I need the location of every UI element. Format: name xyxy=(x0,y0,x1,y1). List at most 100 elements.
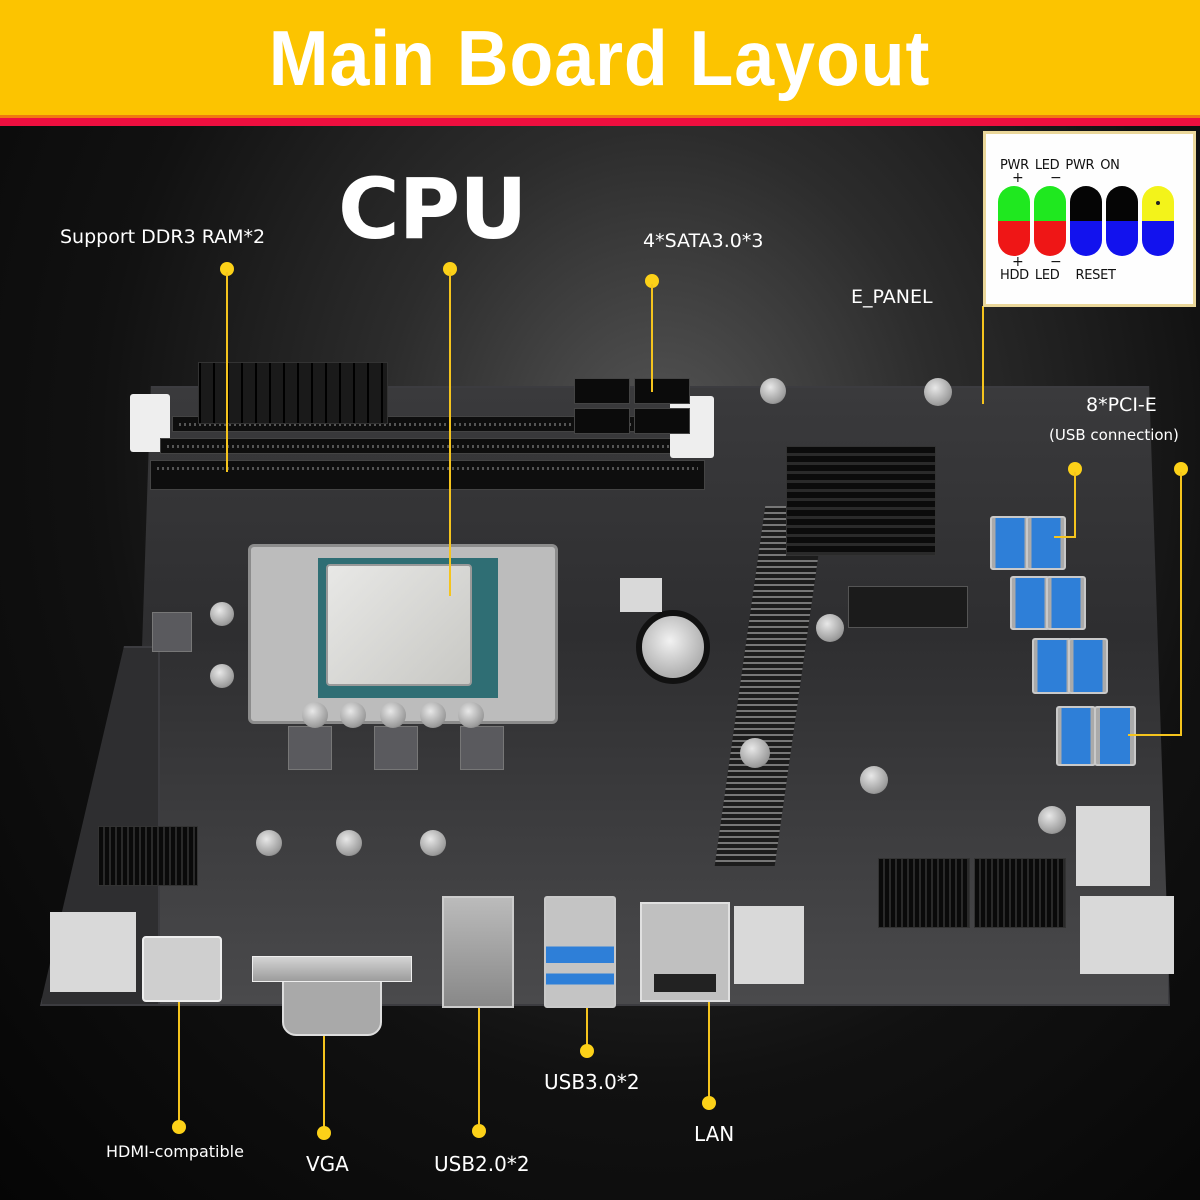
callout-epanel-line xyxy=(982,306,984,404)
callout-sata-dot xyxy=(645,274,659,288)
capacitor xyxy=(210,602,234,626)
callout-vga-dot xyxy=(317,1126,331,1140)
m2-slot xyxy=(848,586,968,628)
callout-lan-label: LAN xyxy=(694,1122,735,1146)
capacitor xyxy=(740,738,770,768)
page-title: Main Board Layout xyxy=(269,13,931,102)
silkscreen-pad xyxy=(734,906,804,984)
capacitor xyxy=(860,766,888,794)
vrm-choke-2 xyxy=(374,726,418,770)
pcie-usb-port-6 xyxy=(1068,638,1108,694)
plus-sign-icon: + xyxy=(1012,170,1024,186)
atx-24pin-connector xyxy=(198,362,388,424)
pin-pwr-on-a xyxy=(1070,186,1102,256)
capacitor xyxy=(302,702,328,728)
chipset-heatsink xyxy=(786,446,936,556)
pcie-usb-port-2 xyxy=(1026,516,1066,570)
pin-pwr-led-plus xyxy=(998,186,1030,256)
capacitor xyxy=(336,830,362,856)
callout-usb3-label: USB3.0*2 xyxy=(544,1070,640,1094)
callout-hdmi-dot xyxy=(172,1120,186,1134)
title-banner: Main Board Layout xyxy=(0,0,1200,115)
pcie-usb-port-4 xyxy=(1046,576,1086,630)
capacitor xyxy=(1038,806,1066,834)
pin-pwr-led-minus xyxy=(1034,186,1066,256)
vga-port xyxy=(282,976,382,1036)
pcie-usb-port-8 xyxy=(1094,706,1136,766)
callout-vga-label: VGA xyxy=(306,1152,349,1176)
capacitor xyxy=(458,702,484,728)
vrm-choke-4 xyxy=(152,612,192,652)
ram-slot-3 xyxy=(150,460,705,490)
callout-lan-line xyxy=(708,1002,710,1098)
capacitor xyxy=(340,702,366,728)
silkscreen-label-pad xyxy=(620,578,662,612)
callout-usb3-dot xyxy=(580,1044,594,1058)
legend-top-label: PWR xyxy=(1000,158,1029,173)
callout-pcie-sublabel: (USB connection) xyxy=(1049,426,1179,444)
legend-bottom-label: RESET xyxy=(1075,268,1116,283)
legend-top-label: PWR xyxy=(1065,158,1095,173)
callout-usb2-line xyxy=(478,1008,480,1124)
silkscreen-pad xyxy=(1080,896,1174,974)
minus-sign-icon: − xyxy=(1050,170,1062,186)
callout-vga-line xyxy=(323,1036,325,1132)
lan-port xyxy=(640,902,730,1002)
callout-lan-dot xyxy=(702,1096,716,1110)
pcie-usb-port-5 xyxy=(1032,638,1072,694)
usb2-port-stack xyxy=(442,896,514,1008)
usb3-port-stack xyxy=(544,896,616,1008)
capacitor xyxy=(420,702,446,728)
cpu-heatspreader xyxy=(326,564,472,686)
callout-pcie-line-lower-v xyxy=(1180,472,1182,736)
callout-pcie-label: 8*PCI-E xyxy=(1086,394,1157,416)
banner-divider-red xyxy=(0,118,1200,126)
pcie-usb-port-1 xyxy=(990,516,1030,570)
callout-pcie-line-upper-v xyxy=(1074,472,1076,538)
pcie-6pin-power-2 xyxy=(974,858,1066,928)
callout-usb3-line xyxy=(586,1008,588,1050)
capacitor xyxy=(256,830,282,856)
banner-divider-orange xyxy=(0,115,1200,118)
minus-sign-icon: − xyxy=(1050,254,1062,270)
sata-port-2 xyxy=(634,378,690,404)
vrm-choke-3 xyxy=(460,726,504,770)
capacitor xyxy=(816,614,844,642)
callout-sata-label: 4*SATA3.0*3 xyxy=(643,230,764,252)
callout-pcie-line-lower-h xyxy=(1128,734,1182,736)
legend-bottom-label: HDD xyxy=(1000,268,1029,283)
callout-usb2-label: USB2.0*2 xyxy=(434,1152,530,1176)
sata-port-4 xyxy=(634,408,690,434)
cmos-battery xyxy=(636,610,710,684)
board-photo-area: Support DDR3 RAM*2 CPU 4*SATA3.0*3 E_PAN… xyxy=(0,126,1200,1200)
capacitor xyxy=(420,830,446,856)
silkscreen-pad xyxy=(50,912,136,992)
callout-epanel-label: E_PANEL xyxy=(851,286,933,308)
sata-port-3 xyxy=(574,408,630,434)
pin-marker-icon xyxy=(1156,201,1160,205)
pcie-6pin-power-1 xyxy=(878,858,970,928)
callout-hdmi-label: HDMI-compatible xyxy=(106,1142,244,1161)
capacitor xyxy=(380,702,406,728)
callout-pcie-dot-upper xyxy=(1068,462,1082,476)
capacitor xyxy=(210,664,234,688)
legend-top-label: ON xyxy=(1100,158,1120,173)
pin-key xyxy=(1142,186,1174,256)
legend-bottom-labels: HDD LED RESET xyxy=(1000,268,1200,283)
callout-usb2-dot xyxy=(472,1124,486,1138)
plus-sign-icon: + xyxy=(1012,254,1024,270)
pin-color-map xyxy=(998,186,1178,256)
callout-cpu-line xyxy=(449,272,451,596)
capacitor xyxy=(760,378,786,404)
callout-ram-dot xyxy=(220,262,234,276)
pcie-usb-port-3 xyxy=(1010,576,1050,630)
ram-slot-2 xyxy=(160,438,705,454)
vrm-choke-1 xyxy=(288,726,332,770)
sata-port-1 xyxy=(574,378,630,404)
callout-ram-label: Support DDR3 RAM*2 xyxy=(60,226,266,248)
callout-hdmi-line xyxy=(178,1002,180,1126)
cpu-8pin-power-connector xyxy=(98,826,198,886)
motherboard-illustration xyxy=(0,126,1200,1200)
pcie-usb-port-7 xyxy=(1056,706,1096,766)
callout-pcie-line-upper-h xyxy=(1054,536,1076,538)
